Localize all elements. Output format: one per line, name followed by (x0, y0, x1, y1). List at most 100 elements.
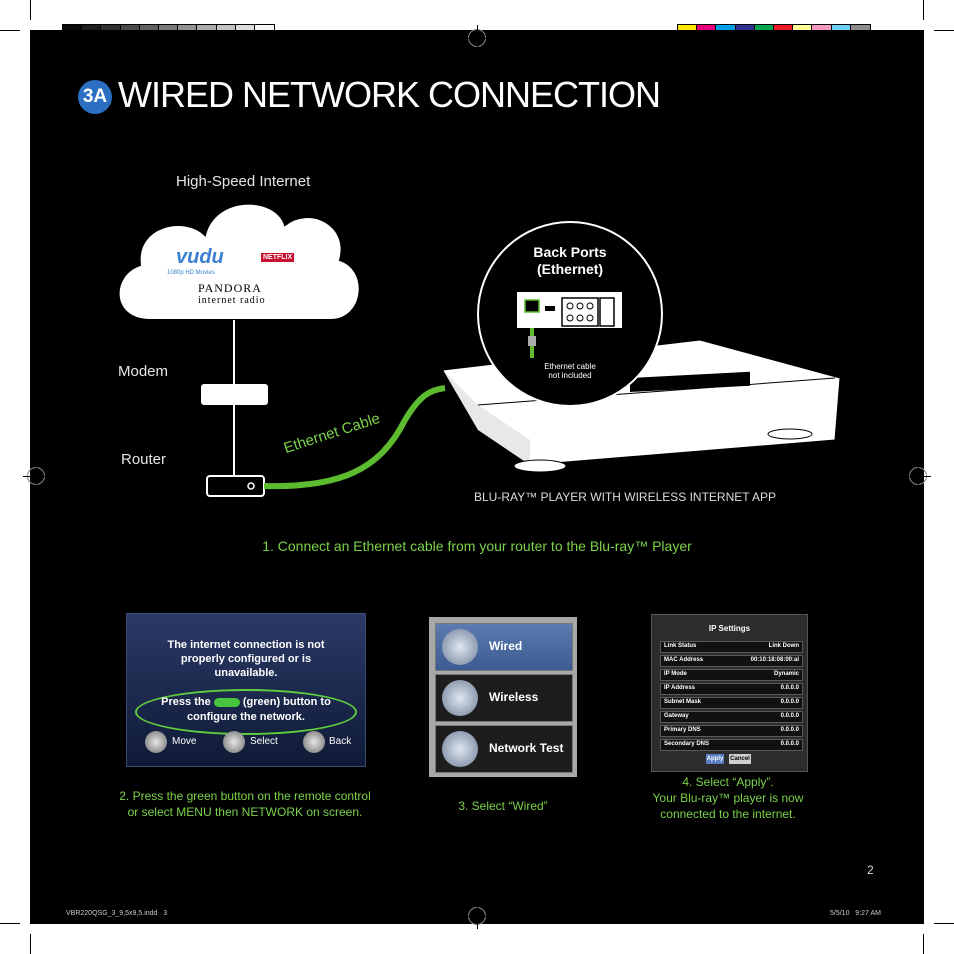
file-slug: VBR220QSG_3_9,5x9,5.indd 3 (66, 910, 168, 917)
press-line-2: configure the network. (187, 711, 305, 723)
crop-mark (30, 934, 31, 954)
crop-mark (30, 0, 31, 20)
menu-item-network-test[interactable]: Network Test (435, 725, 573, 773)
router-icon (206, 475, 265, 497)
ip-setting-row: Secondary DNS 0.0.0.0 (660, 739, 803, 751)
section-badge: 3A (78, 80, 112, 114)
ip-setting-row: IP Address 0.0.0.0 (660, 683, 803, 695)
ethernet-globe-icon (442, 629, 478, 665)
step-4-line: 4. Select “Apply”. (682, 775, 774, 789)
select-button-icon (223, 731, 245, 753)
registration-mark-icon (905, 463, 931, 489)
step-2-line: or select MENU then NETWORK on screen. (127, 805, 363, 819)
ip-setting-value: 00:10:18:08:00:al (750, 657, 799, 663)
ip-setting-key: IP Mode (664, 671, 687, 677)
step-4-line: Your Blu-ray™ player is now (652, 791, 804, 805)
crop-mark (934, 923, 954, 924)
modem-label: Modem (118, 363, 169, 380)
page-title: WIRED NETWORK CONNECTION (118, 74, 661, 115)
step-4-text: 4. Select “Apply”. Your Blu-ray™ player … (628, 774, 828, 822)
internet-label: High-Speed Internet (176, 173, 311, 190)
ip-setting-value: 0.0.0.0 (780, 699, 799, 705)
highlight-oval (135, 689, 357, 735)
step-1-text: 1. Connect an Ethernet cable from your r… (262, 538, 692, 554)
ip-setting-value: 0.0.0.0 (780, 727, 799, 733)
menu-item-label: Wireless (489, 690, 539, 704)
connection-error-screen: The internet connection is not properly … (126, 613, 366, 767)
crop-mark (923, 934, 924, 954)
menu-item-label: Wired (489, 639, 523, 653)
nav-back-label: Back (329, 736, 352, 747)
ip-setting-row: Subnet Mask 0.0.0.0 (660, 697, 803, 709)
internet-cloud-icon (117, 202, 361, 321)
ip-setting-value: 0.0.0.0 (780, 741, 799, 747)
step-2-text: 2. Press the green button on the remote … (110, 788, 380, 820)
back-button-icon (303, 731, 325, 753)
menu-item-label: Network Test (489, 741, 564, 755)
crop-mark (923, 0, 924, 20)
ip-setting-row: Gateway 0.0.0.0 (660, 711, 803, 723)
ip-setting-key: IP Address (664, 685, 696, 691)
ip-setting-value: 0.0.0.0 (780, 713, 799, 719)
registration-mark-icon (464, 903, 490, 929)
ip-setting-value: 0.0.0.0 (780, 685, 799, 691)
press-prefix: Press the (161, 696, 211, 708)
menu-item-wired[interactable]: Wired (435, 623, 573, 671)
ip-setting-key: Primary DNS (664, 727, 701, 733)
menu-item-wireless[interactable]: Wireless (435, 674, 573, 722)
crop-mark (0, 923, 20, 924)
ip-setting-row: Link Status Link Down (660, 641, 803, 653)
back-ports-title: Back Ports (Ethernet) (520, 244, 620, 278)
error-message-line: properly configured or is (180, 653, 312, 665)
network-menu-screen: Wired Wireless Network Test (429, 617, 577, 777)
page-number: 2 (867, 863, 874, 877)
player-caption: BLU-RAY™ PLAYER WITH WIRELESS INTERNET A… (474, 490, 777, 504)
ip-setting-row: IP Mode Dynamic (660, 669, 803, 681)
ip-setting-row: MAC Address 00:10:18:08:00:al (660, 655, 803, 667)
ip-setting-value: Dynamic (773, 671, 799, 677)
press-instruction: Press the (green) button to configure th… (137, 695, 355, 725)
ip-settings-title: IP Settings (708, 624, 751, 633)
modem-icon (201, 384, 268, 405)
ip-setting-key: Subnet Mask (664, 699, 702, 705)
step-3-text: 3. Select “Wired” (458, 799, 548, 813)
vudu-logo: vudu (176, 246, 224, 268)
nav-select-label: Select (250, 736, 278, 747)
error-message: The internet connection is not properly … (137, 638, 355, 680)
back-ports-title-line: (Ethernet) (536, 261, 604, 277)
apply-button[interactable]: Apply (706, 754, 724, 764)
globe-gear-icon (442, 731, 478, 767)
ip-setting-value: Link Down (768, 643, 799, 649)
ethernet-port-icon (524, 299, 540, 313)
registration-mark-icon (23, 463, 49, 489)
step-2-line: 2. Press the green button on the remote … (119, 789, 371, 803)
vudu-subtitle: 1080p HD Movies (167, 270, 215, 276)
ip-setting-row: Primary DNS 0.0.0.0 (660, 725, 803, 737)
registration-mark-icon (464, 25, 490, 51)
ip-setting-key: Link Status (664, 643, 697, 649)
green-button-icon[interactable] (213, 697, 240, 707)
cancel-button[interactable]: Cancel (729, 754, 751, 764)
nav-move-label: Move (172, 736, 197, 747)
netflix-logo: NETFLIX (261, 253, 295, 262)
pandora-logo: PANDORA (198, 281, 262, 295)
ip-setting-key: Gateway (664, 713, 689, 719)
cable-note-line: not included (548, 371, 592, 380)
ip-setting-key: Secondary DNS (664, 741, 710, 747)
crop-mark (934, 30, 954, 31)
crop-mark (0, 30, 20, 31)
cable-note: Ethernet cable not included (530, 362, 610, 380)
wifi-icon (442, 680, 478, 716)
ip-setting-key: MAC Address (664, 657, 704, 663)
back-ports-title-line: Back Ports (533, 244, 607, 260)
disc-slot (630, 371, 750, 392)
router-label: Router (121, 451, 167, 468)
move-dpad-icon (145, 731, 167, 753)
pandora-subtitle: internet radio (198, 295, 266, 306)
ethernet-cable (263, 385, 446, 490)
cable-note-line: Ethernet cable (544, 362, 596, 371)
error-message-line: The internet connection is not (167, 639, 325, 651)
error-message-line: unavailable. (214, 667, 278, 679)
